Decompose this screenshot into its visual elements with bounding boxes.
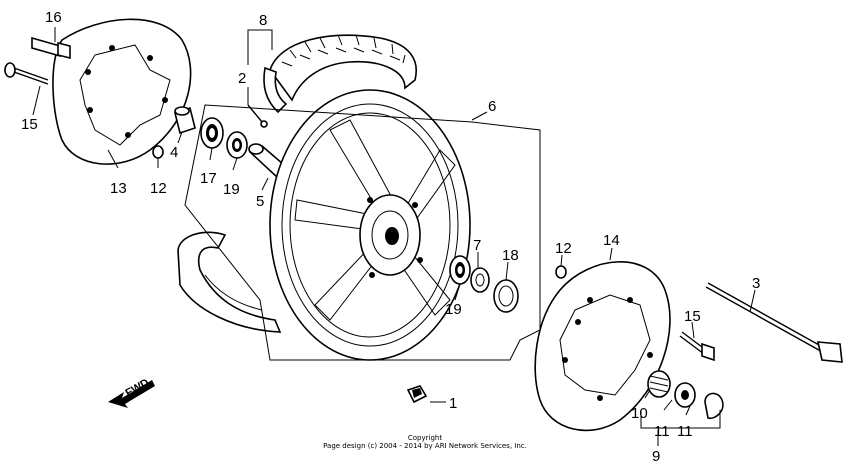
seal-right[interactable] <box>493 279 519 313</box>
bearing-right[interactable] <box>449 255 471 285</box>
callout-11a: 11 <box>654 423 670 440</box>
brake-disc-right[interactable] <box>534 261 671 432</box>
callout-12-left: 12 <box>150 180 167 197</box>
brake-disc-left[interactable] <box>52 18 192 165</box>
speedometer-gear[interactable] <box>647 370 724 420</box>
callout-5: 5 <box>256 193 264 210</box>
callout-3: 3 <box>752 275 760 292</box>
copyright-line1: Copyright <box>408 434 442 442</box>
callout-17: 17 <box>200 170 217 187</box>
callout-6: 6 <box>488 98 496 115</box>
tire-top[interactable] <box>269 34 417 102</box>
copyright-line2: Page design (c) 2004 - 2014 by ARI Netwo… <box>323 442 527 450</box>
callout-8: 8 <box>259 12 267 29</box>
callout-12-right: 12 <box>555 240 572 257</box>
callout-15-right: 15 <box>684 308 701 325</box>
bearing-left[interactable] <box>200 117 224 149</box>
callout-1: 1 <box>449 395 457 412</box>
washer-left[interactable] <box>152 145 164 159</box>
leader-lines <box>32 27 756 446</box>
callout-7: 7 <box>473 237 481 254</box>
callout-labels: 1 2 3 4 5 6 7 8 9 10 11 11 12 12 13 14 1… <box>21 9 760 465</box>
callout-16: 16 <box>45 9 62 26</box>
callout-2: 2 <box>238 70 246 87</box>
callout-11b: 11 <box>677 423 693 440</box>
copyright: Copyright Page design (c) 2004 - 2014 by… <box>323 434 527 450</box>
callout-14: 14 <box>603 232 620 249</box>
fwd-arrow-icon <box>108 380 155 408</box>
callout-9: 9 <box>652 448 660 465</box>
axle-bolt[interactable] <box>31 36 71 60</box>
bolt-left[interactable] <box>4 62 49 85</box>
callout-19-left: 19 <box>223 181 240 198</box>
collar[interactable] <box>174 106 196 135</box>
callout-13: 13 <box>110 180 127 197</box>
fwd-indicator: FWD <box>108 377 155 408</box>
tube[interactable] <box>263 66 288 114</box>
dust-seal[interactable] <box>470 267 490 293</box>
bolt-right[interactable] <box>679 331 715 362</box>
bearing-left-inner[interactable] <box>226 131 248 159</box>
callout-15-left: 15 <box>21 116 38 133</box>
callout-10: 10 <box>631 405 648 422</box>
tire-bottom[interactable] <box>177 231 282 333</box>
washer-right[interactable] <box>555 265 567 279</box>
callout-4: 4 <box>170 144 178 161</box>
callout-18: 18 <box>502 247 519 264</box>
axle[interactable] <box>705 282 843 363</box>
callout-19-right: 19 <box>445 301 462 318</box>
screw[interactable] <box>406 385 428 404</box>
wheel[interactable] <box>269 89 471 361</box>
